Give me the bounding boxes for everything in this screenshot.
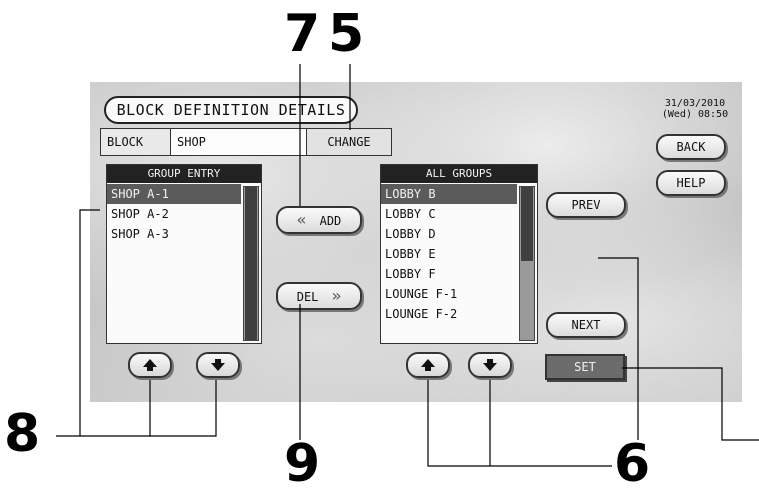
change-button[interactable]: CHANGE — [307, 129, 391, 155]
group-entry-list: GROUP ENTRY SHOP A-1 SHOP A-2 SHOP A-3 — [106, 164, 262, 344]
add-button[interactable]: « ADD — [276, 206, 362, 234]
arrow-up-icon — [143, 359, 157, 371]
set-button[interactable]: SET — [545, 354, 625, 380]
time-text: (Wed) 08:50 — [661, 109, 729, 120]
all-groups-item[interactable]: LOUNGE F-1 — [385, 287, 458, 301]
next-button[interactable]: NEXT — [546, 312, 626, 338]
help-button[interactable]: HELP — [656, 170, 726, 196]
device-screen: BLOCK DEFINITION DETAILS 31/03/2010 (Wed… — [90, 82, 742, 402]
all-groups-item[interactable]: LOUNGE F-2 — [385, 307, 458, 321]
group-entry-item[interactable]: SHOP A-3 — [111, 227, 169, 241]
all-groups-scroll-thumb[interactable] — [521, 187, 533, 261]
prev-button[interactable]: PREV — [546, 192, 626, 218]
callout-7: 7 — [284, 4, 321, 64]
all-groups-header: ALL GROUPS — [381, 165, 537, 183]
all-groups-item[interactable]: LOBBY C — [385, 207, 436, 221]
arrow-up-icon — [421, 359, 435, 371]
group-entry-item[interactable]: SHOP A-2 — [111, 207, 169, 221]
group-entry-item[interactable]: SHOP A-1 — [107, 184, 241, 204]
group-entry-scroll-thumb[interactable] — [245, 187, 257, 340]
all-groups-item[interactable]: LOBBY D — [385, 227, 436, 241]
block-value: SHOP — [171, 129, 307, 155]
double-chevron-right-icon: » — [331, 286, 342, 305]
all-groups-item[interactable]: LOBBY F — [385, 267, 436, 281]
callout-8: 8 — [4, 404, 41, 464]
callout-5: 5 — [328, 4, 365, 64]
block-row: BLOCK SHOP CHANGE — [100, 128, 392, 156]
arrow-down-icon — [483, 359, 497, 371]
all-groups-scrollbar[interactable] — [519, 186, 535, 341]
callout-9: 9 — [284, 434, 321, 494]
del-label: DEL — [296, 290, 319, 304]
block-label: BLOCK — [101, 129, 171, 155]
del-button[interactable]: DEL » — [276, 282, 362, 310]
arrow-down-icon — [211, 359, 225, 371]
group-entry-up-button[interactable] — [128, 352, 172, 378]
double-chevron-left-icon: « — [296, 210, 307, 229]
all-groups-item[interactable]: LOBBY E — [385, 247, 436, 261]
datetime-display: 31/03/2010 (Wed) 08:50 — [650, 98, 740, 120]
group-entry-scrollbar[interactable] — [243, 186, 259, 341]
date-text: 31/03/2010 — [664, 98, 726, 109]
group-entry-header: GROUP ENTRY — [107, 165, 261, 183]
all-groups-item[interactable]: LOBBY B — [381, 184, 517, 204]
all-groups-up-button[interactable] — [406, 352, 450, 378]
callout-6: 6 — [614, 434, 651, 494]
all-groups-down-button[interactable] — [468, 352, 512, 378]
all-groups-list: ALL GROUPS LOBBY B LOBBY C LOBBY D LOBBY… — [380, 164, 538, 344]
group-entry-down-button[interactable] — [196, 352, 240, 378]
screen-title: BLOCK DEFINITION DETAILS — [104, 96, 358, 124]
back-button[interactable]: BACK — [656, 134, 726, 160]
add-label: ADD — [319, 214, 342, 228]
